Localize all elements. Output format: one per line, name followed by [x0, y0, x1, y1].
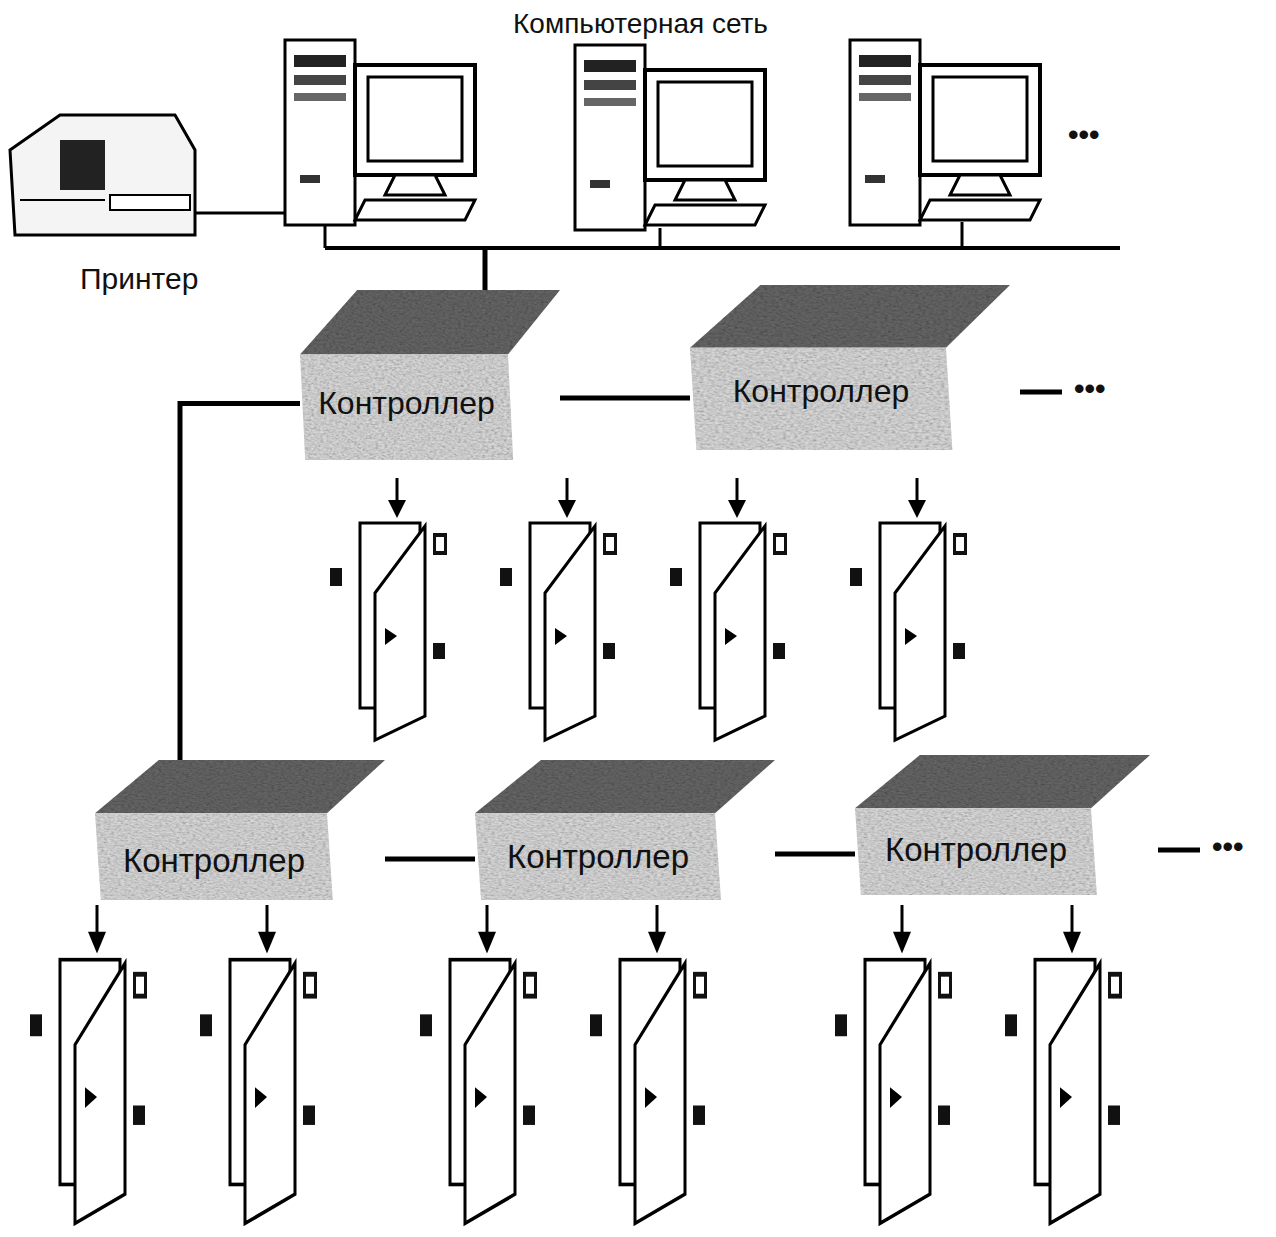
- controller-label: Контроллер: [733, 373, 910, 410]
- controller-label: Контроллер: [123, 842, 305, 880]
- bus-connector: [775, 854, 855, 855]
- controller-block: Контроллер: [475, 760, 775, 900]
- device-label: Принтер: [80, 262, 198, 296]
- controller-shape: [300, 290, 560, 460]
- connector-line: [775, 852, 855, 857]
- bus-connector: [180, 404, 300, 761]
- ellipsis-mark: •••: [1074, 372, 1106, 406]
- controller-shape: [690, 285, 1010, 450]
- controller-shape: [475, 760, 775, 900]
- ellipsis-mark: •••: [1068, 118, 1100, 152]
- connector-line: [385, 857, 475, 862]
- controller-label: Контроллер: [885, 831, 1067, 869]
- controller-label: Контроллер: [318, 385, 495, 422]
- connector-line: [560, 396, 690, 401]
- controller-block: Контроллер: [95, 760, 385, 900]
- controller-block: Контроллер: [690, 285, 1010, 450]
- controller-block: Контроллер: [300, 290, 560, 460]
- controller-label: Контроллер: [507, 838, 689, 876]
- connector-line: [180, 404, 300, 761]
- diagram-title: Компьютерная сеть: [513, 8, 768, 40]
- printer-icon: [10, 115, 195, 235]
- ellipsis-mark: •••: [1212, 830, 1244, 864]
- controller-block: Контроллер: [855, 755, 1150, 895]
- bus-connector: [560, 398, 690, 399]
- bus-connector: [385, 859, 475, 860]
- controller-shape: [855, 755, 1150, 895]
